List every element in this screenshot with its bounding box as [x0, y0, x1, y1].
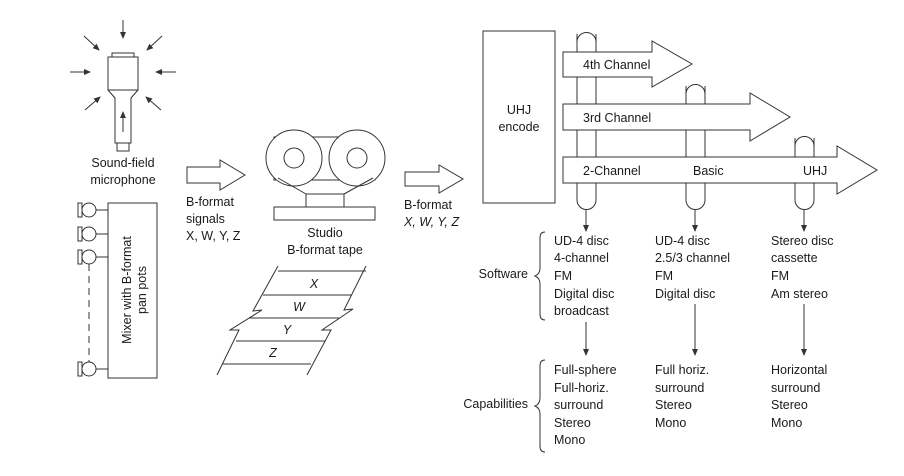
- svg-text:FM: FM: [554, 269, 572, 283]
- encoder-label-1: UHJ: [507, 103, 531, 117]
- svg-text:Stereo: Stereo: [655, 398, 692, 412]
- capabilities-col-2: Full horiz. surround Stereo Mono: [655, 363, 709, 430]
- channel-uhj-label: UHJ: [803, 164, 827, 178]
- track-z: Z: [268, 346, 277, 360]
- svg-text:Digital disc: Digital disc: [554, 287, 614, 301]
- svg-text:broadcast: broadcast: [554, 304, 609, 318]
- svg-text:Mono: Mono: [771, 416, 802, 430]
- track-y: Y: [283, 323, 293, 337]
- software-col-3: Stereo disc cassette FM Am stereo: [771, 234, 834, 301]
- pan-pot-knobs: [77, 202, 108, 377]
- microphone-label-1: Sound-field: [91, 156, 154, 170]
- mixer-box: Mixer with B-format pan pots: [107, 202, 158, 379]
- svg-text:4-channel: 4-channel: [554, 251, 609, 265]
- flow-arrow-2: [404, 164, 464, 194]
- svg-text:cassette: cassette: [771, 251, 818, 265]
- pan-pot-knob-icon: [77, 226, 108, 242]
- pan-pot-knob-icon: [77, 361, 108, 377]
- signals-label-3: X, W, Y, Z: [186, 229, 241, 243]
- pan-pot-knob-icon: [77, 202, 108, 218]
- svg-text:UD-4 disc: UD-4 disc: [655, 234, 710, 248]
- svg-text:Am stereo: Am stereo: [771, 287, 828, 301]
- capabilities-brace: [533, 359, 546, 453]
- svg-text:Digital disc: Digital disc: [655, 287, 715, 301]
- signals-label-2: signals: [186, 212, 225, 226]
- track-x: X: [309, 277, 319, 291]
- channel-3rd-label: 3rd Channel: [583, 111, 651, 125]
- svg-text:surround: surround: [655, 381, 704, 395]
- svg-text:surround: surround: [554, 398, 603, 412]
- tape-label-2: B-format tape: [287, 243, 363, 257]
- flow-arrow-1: [186, 159, 246, 191]
- tape-tracks: X W Y Z: [216, 265, 367, 376]
- sound-arrows-icon: [70, 20, 176, 111]
- software-brace: [533, 231, 546, 321]
- soundfield-microphone-icon: [107, 52, 139, 152]
- svg-text:Full-sphere: Full-sphere: [554, 363, 617, 377]
- svg-text:surround: surround: [771, 381, 820, 395]
- svg-text:FM: FM: [771, 269, 789, 283]
- svg-text:Horizontal: Horizontal: [771, 363, 827, 377]
- track-w: W: [293, 300, 306, 314]
- capabilities-col-3: Horizontal surround Stereo Mono: [771, 363, 827, 430]
- channel-basic-label: Basic: [693, 164, 724, 178]
- mixer-label-1: Mixer with B-format: [120, 236, 134, 344]
- pan-pot-knob-icon: [77, 249, 108, 265]
- svg-text:Stereo disc: Stereo disc: [771, 234, 834, 248]
- bformat-label-2: X, W, Y, Z: [403, 215, 459, 229]
- svg-text:Mono: Mono: [655, 416, 686, 430]
- microphone-label-2: microphone: [90, 173, 155, 187]
- capabilities-col-1: Full-sphere Full-horiz. surround Stereo …: [554, 363, 617, 447]
- svg-text:Mono: Mono: [554, 433, 585, 447]
- svg-text:Full-horiz.: Full-horiz.: [554, 381, 609, 395]
- channel-2-label: 2-Channel: [583, 164, 641, 178]
- arrow-4th-channel: [562, 40, 694, 88]
- capabilities-label: Capabilities: [463, 397, 528, 411]
- arrow-3rd-channel: [562, 92, 791, 142]
- bformat-label-1: B-format: [404, 198, 452, 212]
- svg-text:UD-4 disc: UD-4 disc: [554, 234, 609, 248]
- software-col-2: UD-4 disc 2.5/3 channel FM Digital disc: [655, 234, 730, 301]
- encoder-label-2: encode: [498, 120, 539, 134]
- signals-label-1: B-format: [186, 195, 234, 209]
- svg-text:2.5/3 channel: 2.5/3 channel: [655, 251, 730, 265]
- pillar-basic: [685, 84, 706, 210]
- tape-label-1: Studio: [307, 226, 342, 240]
- software-col-1: UD-4 disc 4-channel FM Digital disc broa…: [554, 234, 614, 318]
- svg-text:Stereo: Stereo: [771, 398, 808, 412]
- tape-recorder-icon: [265, 129, 386, 221]
- svg-text:Full horiz.: Full horiz.: [655, 363, 709, 377]
- svg-text:FM: FM: [655, 269, 673, 283]
- svg-text:Stereo: Stereo: [554, 416, 591, 430]
- software-label: Software: [479, 267, 528, 281]
- uhj-encode-box: [482, 30, 556, 204]
- arrow-2-channel: [562, 145, 878, 195]
- pillar-crossings: [576, 34, 815, 157]
- mixer-label-2: pan pots: [135, 266, 149, 314]
- channel-4th-label: 4th Channel: [583, 58, 650, 72]
